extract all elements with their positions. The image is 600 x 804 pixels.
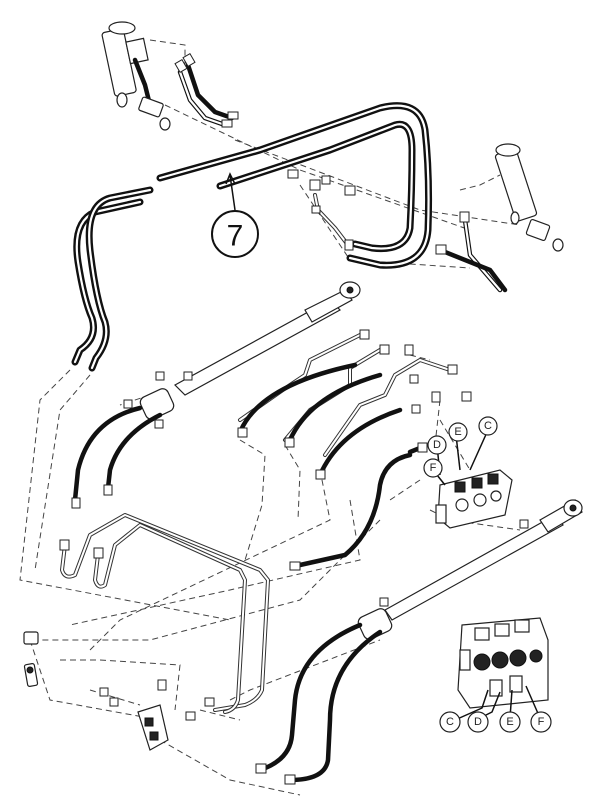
reference-callout: 7 <box>211 172 259 258</box>
inset-callout-f: F <box>530 711 552 733</box>
svg-text:F: F <box>538 716 545 728</box>
callout-c: C <box>478 416 498 436</box>
inset-callout-c: C <box>439 711 461 733</box>
svg-text:C: C <box>484 420 492 432</box>
callout-f: F <box>423 458 443 478</box>
control-valve <box>407 442 513 529</box>
upper-right-cylinder <box>435 143 564 293</box>
rigid-tubes-left <box>59 513 270 714</box>
svg-text:D: D <box>433 439 441 451</box>
dashed-routing-lines <box>19 39 521 796</box>
callout-e: E <box>448 422 468 442</box>
lower-hoses <box>255 622 383 785</box>
middle-hoses <box>71 362 413 571</box>
lower-left-valve <box>23 631 215 751</box>
center-fittings <box>287 169 356 251</box>
middle-cylinder <box>139 281 361 420</box>
reference-number: 7 <box>227 220 244 253</box>
main-callouts: D E C F <box>423 416 498 478</box>
svg-text:F: F <box>430 462 437 474</box>
svg-text:D: D <box>474 716 482 728</box>
inset-callouts: C D E F <box>439 711 552 733</box>
reference-circle <box>211 210 259 258</box>
svg-text:E: E <box>506 716 513 728</box>
main-hose-loop <box>71 102 433 372</box>
lower-right-cylinder <box>357 499 583 640</box>
upper-left-cylinder <box>101 21 239 131</box>
inset-callout-e: E <box>499 711 521 733</box>
callout-d: D <box>427 435 447 455</box>
svg-text:E: E <box>454 426 461 438</box>
svg-text:C: C <box>446 716 454 728</box>
inset-valve-view <box>454 617 549 721</box>
inset-callout-d: D <box>467 711 489 733</box>
